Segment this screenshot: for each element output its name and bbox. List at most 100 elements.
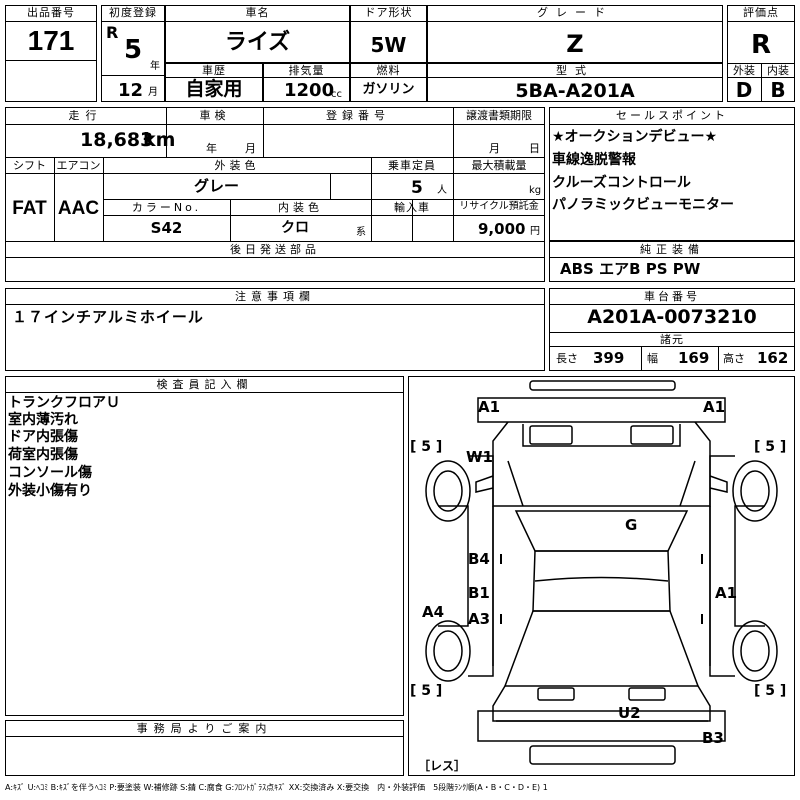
door-label: ドア形状 (364, 6, 413, 19)
km-unit: km (143, 129, 176, 151)
lot-number: 171 (27, 25, 75, 56)
inspection-year-unit: 年 (206, 142, 217, 155)
import-label: 輸入車 (394, 201, 430, 214)
door-box (350, 5, 427, 63)
chassis-box (549, 288, 795, 371)
displacement-value: 1200 (284, 80, 335, 101)
reg-year: 5 (124, 35, 143, 65)
mileage-value: 18,683 (80, 129, 154, 151)
office-box (5, 720, 404, 776)
width-label: 幅 (647, 352, 658, 365)
cc-unit: cc (331, 89, 342, 100)
spec-table (5, 107, 545, 282)
grade-label: グレード (537, 6, 613, 19)
notes-text: １７インチアルミホイール (12, 308, 204, 326)
inspection-label: 車検 (199, 109, 230, 122)
dims-label: 諸元 (660, 333, 684, 346)
first-reg-label: 初度登録 (109, 6, 157, 19)
model-value: 5BA-A201A (515, 80, 635, 102)
int-color-unit: 系 (356, 227, 366, 238)
color-no-value: S42 (150, 219, 183, 237)
transfer-month-unit: 月 (489, 142, 500, 155)
recycle-label: リサイクル預託金 (459, 201, 539, 212)
grade-value: Z (566, 30, 584, 58)
year-unit: 年 (150, 61, 160, 72)
ext-label: 外装 (733, 64, 755, 77)
fuel-value: ガソリン (362, 82, 415, 97)
score-value: R (750, 30, 772, 60)
height-label: 高さ (723, 352, 745, 365)
damage-tag: B3 (702, 729, 724, 747)
history-label: 車歴 (202, 64, 226, 77)
history-box (165, 63, 263, 102)
car-diagram (408, 376, 795, 776)
inspector-box (5, 376, 404, 716)
reg-no-label: 登録番号 (326, 109, 390, 122)
damage-tag: A1 (478, 398, 501, 416)
damage-tag: G (625, 516, 638, 534)
inspector-line: ドア内張傷 (8, 429, 78, 445)
notes-box (5, 288, 545, 371)
inspector-line: コンソール傷 (8, 465, 92, 481)
notes-label: 注意事項欄 (235, 290, 315, 303)
equipment-label: 純正装備 (640, 243, 704, 256)
tire-mark: [ 5 ] (754, 683, 787, 699)
legend: A:ｷｽﾞ U:ﾍｺﾐ B:ｷｽﾞを伴うﾍｺﾐ P:要塗装 W:補修跡 S:錆 … (5, 783, 548, 792)
fuel-box (350, 63, 427, 102)
ac-label: エアコン (56, 159, 101, 172)
tire-mark: [ 5 ] (410, 683, 443, 699)
shift-label: シフト (13, 159, 46, 172)
inspector-line: 室内薄汚れ (8, 412, 78, 428)
ext-color-label: 外装色 (214, 159, 260, 172)
score-label: 評価点 (743, 6, 779, 19)
equipment-box (549, 241, 795, 282)
model-box (427, 63, 723, 102)
damage-tag: A3 (468, 610, 491, 628)
length-label: 長さ (556, 352, 578, 365)
name-box (165, 5, 350, 63)
yen-unit: 円 (530, 226, 540, 237)
int-color-value: クロ (281, 220, 309, 236)
damage-tag: W1 (466, 448, 493, 466)
sales-point-item: パノラミックビューモニター (552, 197, 734, 213)
grade-box (427, 5, 723, 63)
person-unit: 人 (437, 185, 447, 196)
history-value: 自家用 (185, 78, 243, 100)
tire-mark: [ 5 ] (754, 439, 787, 455)
height-value: 162 (757, 349, 789, 367)
sales-point-item: 車線逸脱警報 (552, 152, 636, 168)
sales-points-box (549, 107, 795, 241)
spare-label: ［レス］ (418, 759, 467, 773)
damage-tag: U2 (618, 704, 641, 722)
inspector-label: 検査員記入欄 (156, 378, 253, 391)
int-grade: B (770, 78, 786, 102)
damage-tag: B4 (468, 550, 490, 568)
sales-point-item: クルーズコントロール (552, 175, 691, 191)
damage-tag: B1 (468, 584, 490, 602)
later-parts-label: 後日発送部品 (230, 243, 320, 256)
transfer-label: 譲渡書類期限 (466, 109, 532, 122)
name-label: 車名 (245, 6, 270, 19)
load-label: 最大積載量 (471, 159, 527, 172)
capacity-label: 乗車定員 (388, 159, 436, 172)
displacement-box (263, 63, 350, 102)
inspector-line: 外装小傷有り (8, 483, 92, 499)
inspector-line: トランクフロアＵ (8, 395, 120, 411)
transfer-day-unit: 日 (529, 142, 540, 155)
int-color-label: 内装色 (278, 201, 323, 214)
shift-value: FAT (12, 198, 47, 219)
damage-tag: A1 (703, 398, 726, 416)
width-value: 169 (678, 349, 710, 367)
ext-color-value: グレー (193, 177, 239, 195)
int-label: 内装 (767, 64, 789, 77)
car-name: ライズ (224, 30, 291, 55)
car-outline (425, 380, 778, 765)
recycle-value: 9,000 (478, 220, 526, 238)
inspector-line: 荷室内張傷 (8, 447, 78, 463)
sales-point-item: ★オークションデビュー★ (552, 129, 718, 145)
load-unit: kg (529, 185, 542, 196)
inspection-month-unit: 月 (245, 142, 256, 155)
damage-tag: A1 (715, 584, 738, 602)
ac-value: AAC (57, 198, 100, 219)
tire-mark: [ 5 ] (410, 439, 443, 455)
